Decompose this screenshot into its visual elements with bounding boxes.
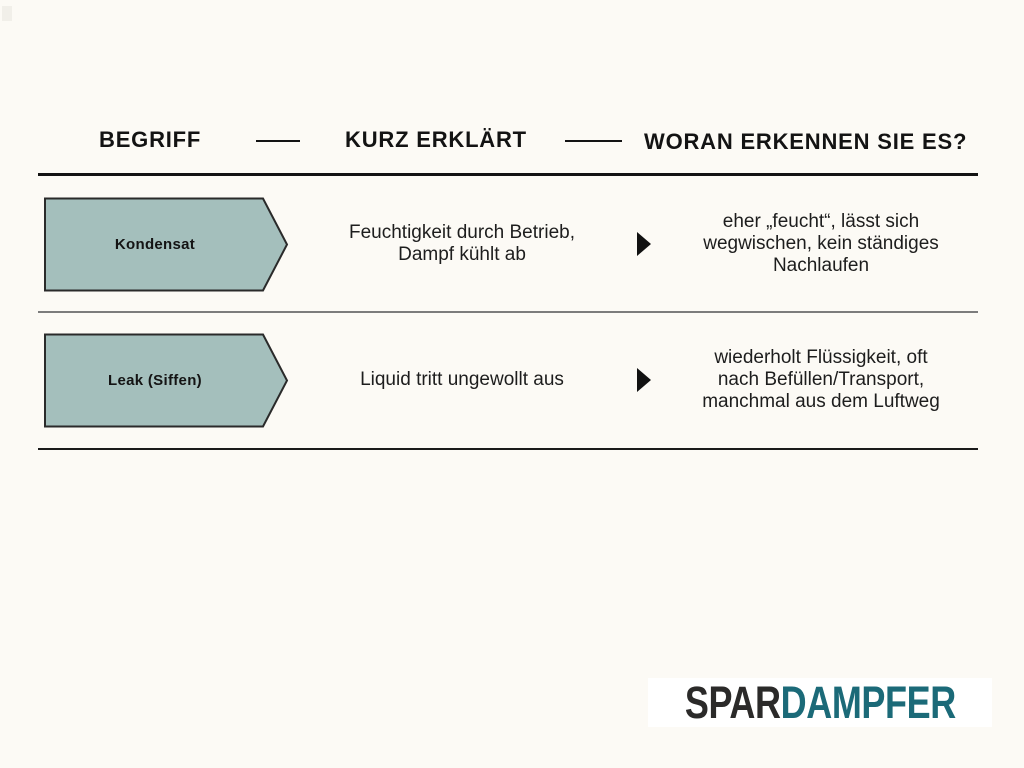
column-header-begriff: BEGRIFF [99, 127, 202, 152]
recognition-text: wiederholt Flüssigkeit, oft nach Befülle… [702, 347, 940, 412]
term-label: Leak (Siffen) [108, 371, 202, 389]
explanation-text: Liquid tritt ungewollt aus [360, 369, 564, 390]
play-triangle-icon [637, 368, 651, 392]
brand-logo: SPARDAMPFER [648, 678, 992, 727]
brand-logo-text: SPARDAMPFER [685, 678, 956, 727]
header-dash-divider [565, 140, 622, 142]
term-label: Kondensat [114, 235, 196, 253]
corner-artifact [2, 6, 12, 21]
recognition-text: eher „feucht“, lässt sich wegwischen, ke… [703, 211, 939, 276]
divider-line-bottom [38, 448, 978, 450]
explanation-text: Feuchtigkeit durch Betrieb, Dampf kühlt … [348, 222, 575, 265]
play-triangle-icon [637, 232, 651, 256]
divider-line-middle [38, 311, 978, 313]
arrow-badge [44, 333, 289, 428]
table-row-kondensat: Kondensat Feuchtigkeit durch Betrieb, Da… [0, 197, 1024, 292]
header-dash-divider [256, 140, 300, 142]
arrow-badge [44, 197, 289, 292]
column-header-woran-erkennen: WORAN ERKENNEN SIE ES? [644, 129, 968, 154]
brand-logo-part-spar: SPAR [684, 677, 781, 728]
brand-logo-part-dampfer: DAMPFER [780, 677, 956, 728]
table-row-leak: Leak (Siffen) Liquid tritt ungewollt aus… [0, 333, 1024, 428]
divider-line-top [38, 173, 978, 176]
column-header-kurz-erklaert: KURZ ERKLÄRT [345, 127, 527, 152]
